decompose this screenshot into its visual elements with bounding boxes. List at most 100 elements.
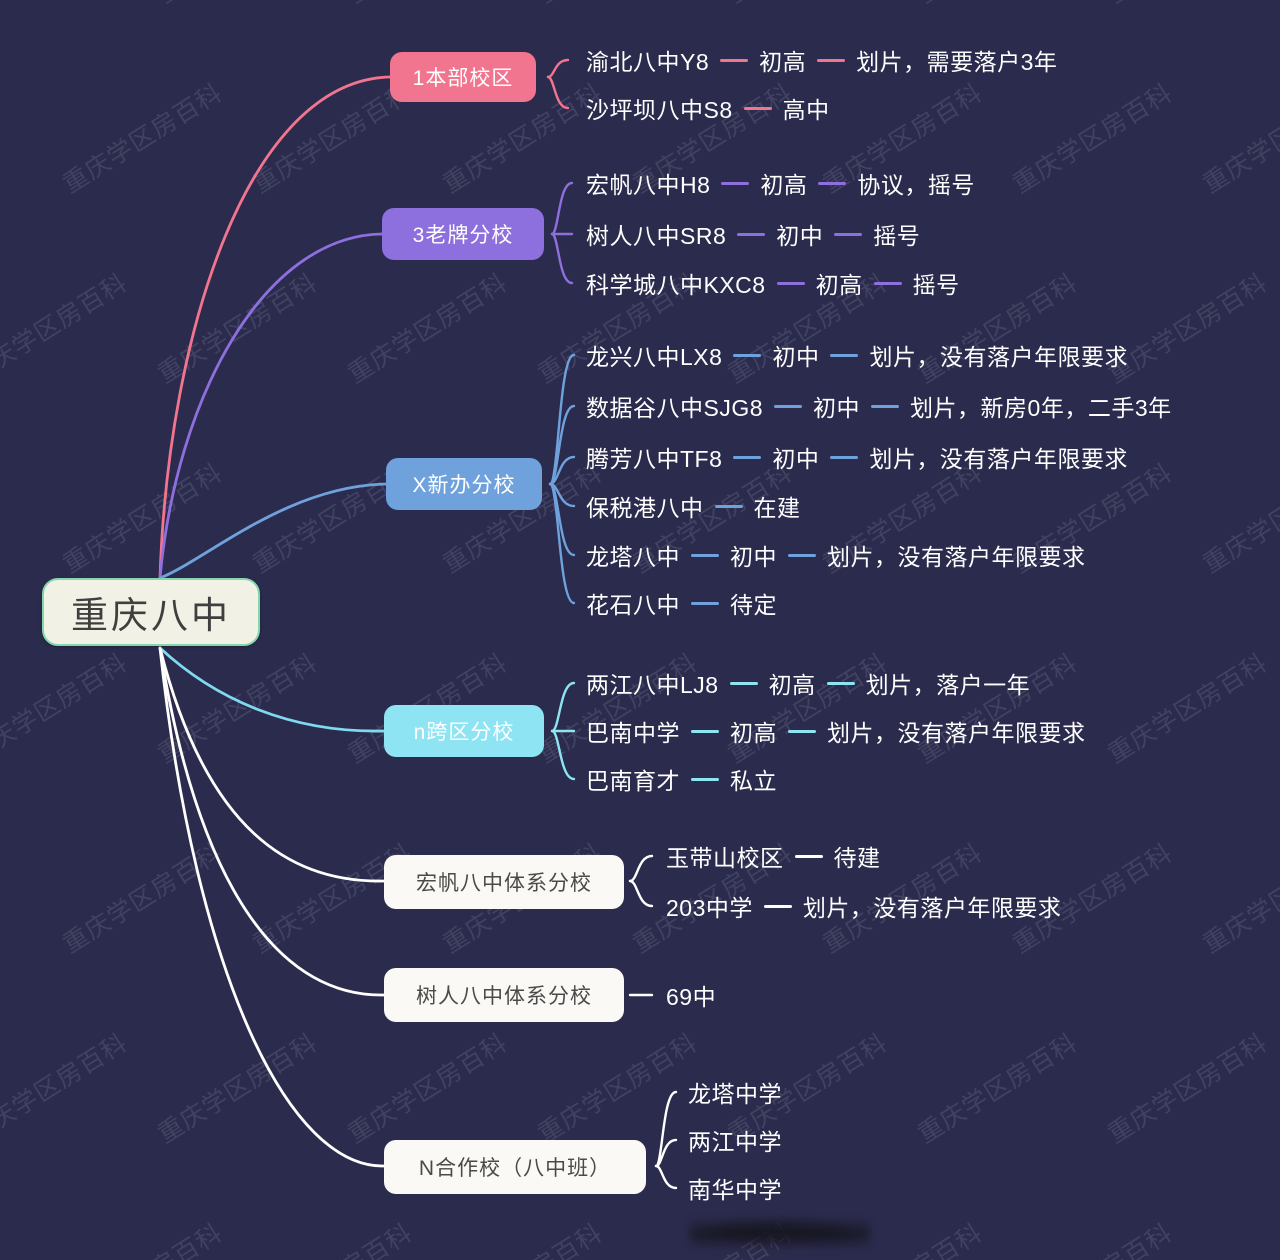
- leaf-row[interactable]: 树人八中SR8 初中 摇号: [586, 218, 920, 250]
- leaf-row[interactable]: 巴南育才私立: [586, 763, 777, 795]
- leaf-name: 龙兴八中LX8: [586, 344, 723, 370]
- branch-node-laopai-label: 3老牌分校: [412, 224, 514, 247]
- leaf-connector-dash: [871, 404, 900, 408]
- leaf-detail: 协议，摇号: [857, 172, 975, 198]
- connector-path: [158, 646, 386, 883]
- leaf-detail: 私立: [730, 768, 777, 794]
- leaf-name: 花石八中: [586, 592, 680, 618]
- leaf-connector-dash: [763, 904, 792, 908]
- connector-path: [654, 1090, 678, 1168]
- leaf-name: 龙塔中学: [688, 1081, 782, 1107]
- leaf-name: 渝北八中Y8: [586, 49, 710, 75]
- root-node-label: 重庆八中: [71, 595, 231, 636]
- leaf-row[interactable]: 沙坪坝八中S8 高中: [586, 92, 830, 124]
- branch-node-hongfan-label: 宏帆八中体系分校: [416, 872, 592, 895]
- leaf-name: 203中学: [666, 895, 753, 921]
- leaf-row[interactable]: 花石八中 待定: [586, 587, 777, 619]
- leaf-row[interactable]: 玉带山校区待建: [666, 840, 881, 872]
- leaf-connector-dash: [721, 181, 750, 185]
- leaf-connector-dash: [873, 281, 902, 285]
- connector-path: [550, 729, 576, 781]
- leaf-detail: 划片，需要落户3年: [856, 49, 1058, 75]
- leaf-row[interactable]: 龙塔中学: [688, 1076, 782, 1108]
- branch-node-laopai[interactable]: 3老牌分校: [382, 208, 544, 260]
- leaf-detail: 初中: [813, 395, 861, 421]
- leaf-detail: 初中: [730, 544, 777, 570]
- leaf-row[interactable]: 渝北八中Y8 初高 划片，需要落户3年: [586, 44, 1057, 76]
- connector-path: [158, 482, 388, 580]
- leaf-connector-dash: [743, 106, 772, 110]
- leaf-detail: 初高: [760, 172, 808, 198]
- leaf-connector-dash: [818, 181, 847, 185]
- leaf-detail: 初中: [776, 223, 824, 249]
- leaf-detail: 划片，没有落户年限要求: [802, 895, 1062, 921]
- leaf-connector-dash: [737, 232, 766, 236]
- leaf-row[interactable]: 宏帆八中H8 初高 协议，摇号: [586, 167, 975, 199]
- leaf-detail: 摇号: [873, 223, 921, 249]
- connector-path: [550, 681, 576, 733]
- branch-node-benbu[interactable]: 1本部校区: [390, 52, 536, 102]
- connector-path: [158, 646, 386, 733]
- leaf-name: 两江八中LJ8: [586, 672, 719, 698]
- connector-path: [158, 75, 392, 580]
- leaf-detail: 初高: [768, 672, 816, 698]
- leaf-detail: 摇号: [912, 272, 960, 298]
- branch-node-shuren[interactable]: 树人八中体系分校: [384, 968, 624, 1022]
- leaf-name: 宏帆八中H8: [586, 172, 711, 198]
- leaf-detail: 划片，没有落户年限要求: [869, 344, 1128, 370]
- leaf-name: 南华中学: [688, 1177, 782, 1203]
- leaf-connector-dash: [834, 232, 863, 236]
- leaf-detail: 初高: [759, 49, 807, 75]
- connector-path: [546, 75, 570, 110]
- branch-node-kuaqu[interactable]: n跨区分校: [384, 705, 544, 757]
- leaf-connector-dash: [830, 455, 859, 459]
- leaf-name: 玉带山校区: [666, 845, 784, 871]
- branch-node-xinban[interactable]: X新办分校: [386, 458, 542, 510]
- leaf-connector-dash: [733, 455, 762, 459]
- leaf-connector-dash: [774, 404, 803, 408]
- leaf-connector-dash: [817, 58, 846, 62]
- connector-path: [158, 232, 384, 580]
- leaf-row[interactable]: 龙塔八中初中划片，没有落户年限要求: [586, 539, 1086, 571]
- leaf-row[interactable]: 保税港八中在建: [586, 490, 801, 522]
- branch-node-benbu-label: 1本部校区: [412, 67, 514, 90]
- leaf-connector-dash: [830, 353, 859, 357]
- branch-node-hezuo[interactable]: N合作校（八中班）: [384, 1140, 646, 1194]
- leaf-detail: 划片，没有落户年限要求: [869, 446, 1128, 472]
- root-node[interactable]: 重庆八中: [42, 578, 260, 646]
- leaf-detail: 初高: [730, 720, 777, 746]
- branch-node-hongfan[interactable]: 宏帆八中体系分校: [384, 855, 624, 909]
- leaf-detail: 初高: [815, 272, 863, 298]
- leaf-row[interactable]: 南华中学: [688, 1172, 782, 1204]
- connector-path: [548, 482, 576, 605]
- leaf-row[interactable]: 203中学 划片，没有落户年限要求: [666, 890, 1061, 922]
- leaf-detail: 划片，没有落户年限要求: [827, 720, 1086, 746]
- connector-path: [628, 854, 654, 883]
- leaf-name: 69中: [666, 984, 717, 1010]
- leaf-connector-dash: [733, 353, 762, 357]
- leaf-connector-dash: [691, 729, 719, 733]
- leaf-connector-dash: [794, 854, 823, 858]
- leaf-detail: 初中: [772, 446, 820, 472]
- leaf-detail: 待定: [730, 592, 777, 618]
- leaf-row[interactable]: 69中: [666, 979, 716, 1011]
- leaf-connector-dash: [691, 601, 719, 605]
- leaf-detail: 划片，没有落户年限要求: [827, 544, 1086, 570]
- leaf-name: 巴南中学: [586, 720, 680, 746]
- leaf-name: 沙坪坝八中S8: [586, 97, 733, 123]
- leaf-detail: 在建: [753, 495, 801, 521]
- leaf-name: 数据谷八中SJG8: [586, 395, 764, 421]
- leaf-row[interactable]: 巴南中学 初高 划片，没有落户年限要求: [586, 715, 1086, 747]
- leaf-detail: 高中: [782, 97, 830, 123]
- redacted-blur-region: [690, 1215, 870, 1249]
- branch-node-hezuo-label: N合作校（八中班）: [418, 1157, 612, 1180]
- leaf-connector-dash: [788, 553, 816, 557]
- leaf-name: 树人八中SR8: [586, 223, 727, 249]
- leaf-row[interactable]: 两江中学: [688, 1124, 782, 1156]
